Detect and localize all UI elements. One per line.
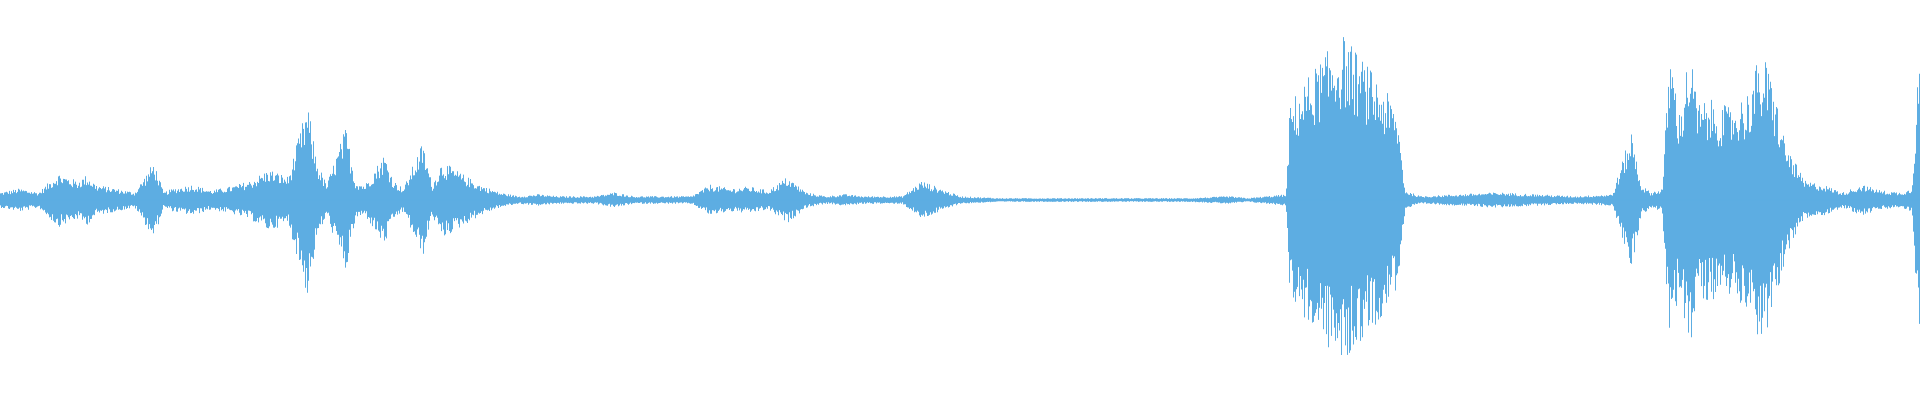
waveform-path (0, 37, 1920, 355)
